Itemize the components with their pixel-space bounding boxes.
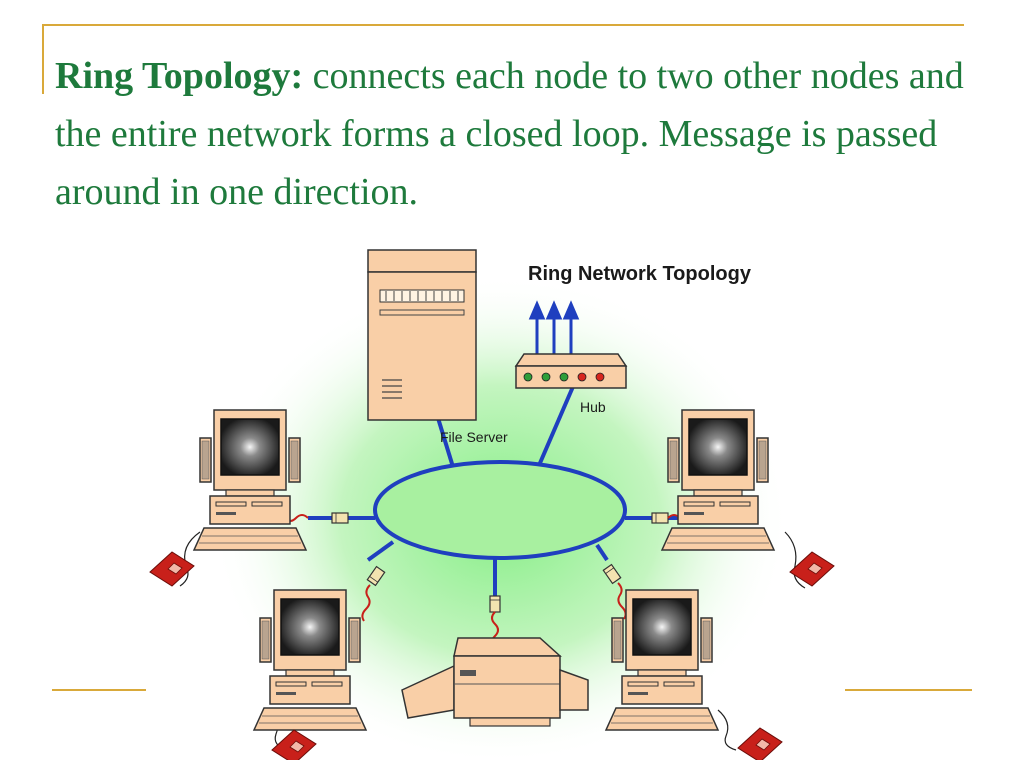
slide-description: connects each node to two other nodes an… [55, 55, 964, 213]
diagram-title: Ring Network Topology [528, 263, 752, 285]
hub-light-2 [541, 372, 551, 382]
slide-frame-top-rule [42, 24, 964, 26]
hub-uplink-arrows-icon [528, 300, 580, 355]
mouse-left-top-icon [149, 551, 195, 587]
file-server-label: File Server [440, 429, 508, 445]
ring-loop [373, 460, 627, 560]
file-server-icon [367, 249, 477, 421]
slide-heading: Ring Topology: [55, 55, 304, 97]
ring-topology-svg: Ring Network Topology [149, 249, 835, 760]
hub-light-3 [559, 372, 569, 382]
hub-label: Hub [580, 399, 606, 415]
hub-light-5 [595, 372, 605, 382]
hub-icon [514, 353, 628, 389]
slide-bottom-right-rule [845, 689, 972, 691]
ring-topology-diagram: Ring Network Topology [140, 240, 860, 760]
slide-bottom-left-rule [52, 689, 146, 691]
printer-icon [401, 637, 589, 727]
slide-frame-left-rule [42, 24, 44, 94]
mouse-left-bottom-icon [271, 729, 317, 760]
slide-body-text: Ring Topology: connects each node to two… [55, 47, 985, 221]
hub-light-1 [523, 372, 533, 382]
mouse-right-bottom-icon [737, 727, 783, 760]
hub-light-4 [577, 372, 587, 382]
